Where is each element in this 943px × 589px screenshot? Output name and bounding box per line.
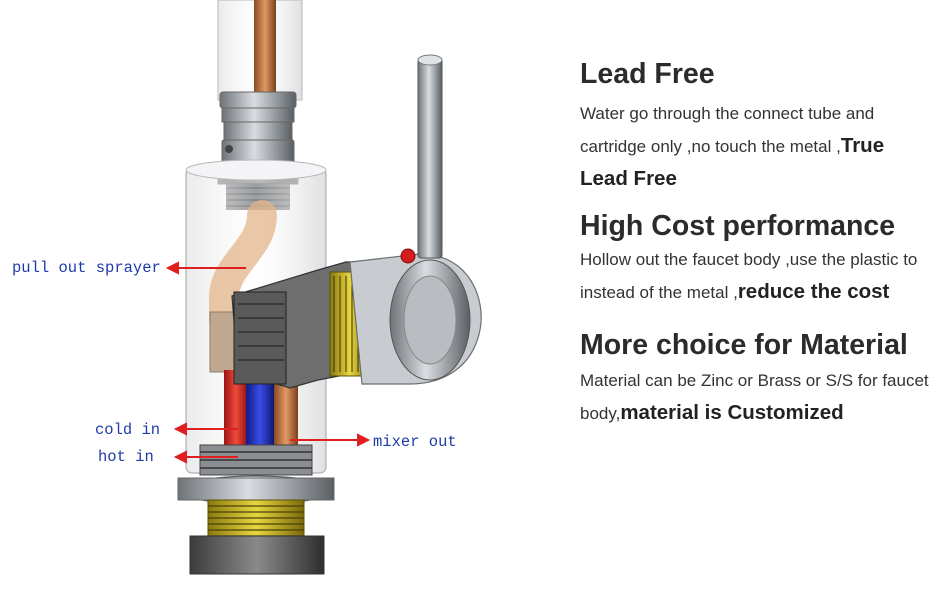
feature-lead-free: Lead Free Water go through the connect t… [580, 56, 935, 196]
feature-title: Lead Free [580, 58, 715, 90]
sprayer-hose [209, 200, 277, 335]
faucet-cutaway-diagram [165, 0, 482, 575]
faucet-base [177, 444, 335, 575]
feature-material-choice: More choice for Material Material can be… [580, 327, 935, 430]
feature-description: Water go through the connect tube and ca… [580, 104, 885, 190]
handle-housing [349, 248, 482, 385]
callout-cold-in: cold in [95, 421, 161, 439]
feature-highlight: reduce the cost [737, 280, 890, 303]
feature-highlight: material is Customized [620, 401, 844, 424]
feature-description: Material can be Zinc or Brass or S/S for… [580, 371, 929, 424]
feature-title: High Cost performance [580, 210, 896, 242]
feature-high-cost-performance: High Cost performance Hollow out the fau… [580, 208, 935, 309]
feature-list: Lead Free Water go through the connect t… [580, 56, 935, 430]
feature-title: More choice for Material [580, 329, 908, 361]
lever-handle [417, 54, 443, 259]
feature-highlight: True Lead Free [580, 134, 885, 190]
callout-hot-in: hot in [98, 448, 154, 466]
callout-mixer-out: mixer out [373, 433, 457, 451]
callout-arrows [165, 261, 371, 464]
feature-description: Hollow out the faucet body ,use the plas… [580, 250, 918, 303]
callout-pull-out-sprayer: pull out sprayer [12, 259, 161, 277]
spout-tube [217, 0, 303, 105]
